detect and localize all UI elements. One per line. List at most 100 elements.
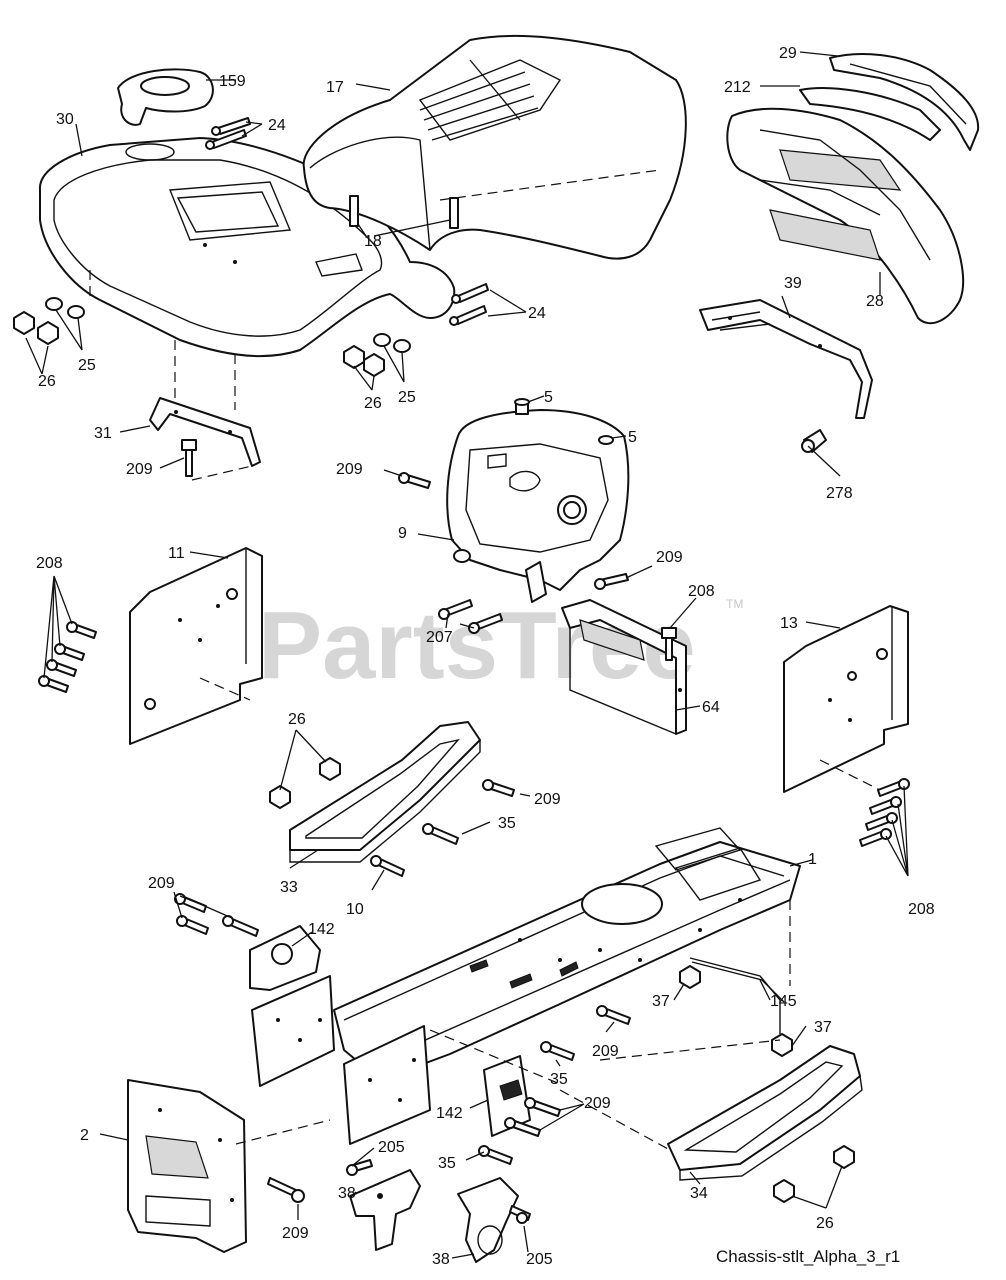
- part-34-footrest-right: [667, 1045, 863, 1181]
- part-38-bracket-right: [457, 1177, 519, 1263]
- callout-25-middle: 25: [398, 389, 416, 406]
- part-26-25-middle: [343, 333, 411, 377]
- callout-37-lower: 37: [814, 1019, 832, 1036]
- part-207-bolts: [438, 599, 503, 634]
- part-26-25-left: [13, 297, 85, 345]
- callout-208-left: 208: [36, 555, 63, 572]
- callout-209-33: 209: [534, 791, 561, 808]
- callout-35-lower: 35: [438, 1155, 456, 1172]
- part-17-hood: [302, 34, 687, 260]
- dash-side-left: [199, 677, 251, 701]
- part-209-bolt-33: [482, 779, 515, 797]
- callout-34: 34: [690, 1185, 708, 1202]
- part-35-bolt-lower: [478, 1145, 513, 1165]
- callout-278: 278: [826, 485, 853, 502]
- part-24-bolts-upper: [205, 117, 251, 150]
- part-209-bolts-dash: [398, 472, 629, 590]
- callout-24-upper: 24: [268, 117, 286, 134]
- callout-142-right: 142: [436, 1105, 463, 1122]
- callout-5-upper: 5: [544, 389, 553, 406]
- callout-31: 31: [94, 425, 112, 442]
- part-208-bolt-64: [661, 627, 677, 661]
- callout-24-right: 24: [528, 305, 546, 322]
- callout-209-dash: 209: [336, 461, 363, 478]
- callout-26-34: 26: [816, 1215, 834, 1232]
- dash-mid-to-142: [429, 1029, 561, 1085]
- part-5-grommets: [514, 398, 614, 445]
- callout-205-left: 205: [378, 1139, 405, 1156]
- part-10-bolt: [370, 855, 405, 877]
- part-26-nuts-33: [269, 757, 341, 809]
- part-159-cup-holder: [117, 68, 214, 126]
- callout-212: 212: [724, 79, 751, 96]
- part-205-screw-right: [509, 1205, 531, 1224]
- callout-35-33: 35: [498, 815, 516, 832]
- callout-208-64: 208: [688, 583, 715, 600]
- callout-142-left: 142: [308, 921, 335, 938]
- part-31-bracket: [149, 397, 261, 467]
- dash-front-plate: [235, 1119, 331, 1145]
- part-64-bracket: [561, 599, 687, 735]
- callout-205-right: 205: [526, 1251, 553, 1268]
- diagram-caption: Chassis-stlt_Alpha_3_r1: [716, 1247, 900, 1266]
- callout-64: 64: [702, 699, 720, 716]
- part-212-trim: [799, 87, 941, 141]
- callout-208-right: 208: [908, 901, 935, 918]
- callout-207: 207: [426, 629, 453, 646]
- callout-35-frame: 35: [550, 1071, 568, 1088]
- callout-9: 9: [398, 525, 407, 542]
- callout-11: 11: [168, 545, 185, 562]
- callout-209-frame: 209: [592, 1043, 619, 1060]
- callout-209-31: 209: [126, 461, 153, 478]
- part-209-bolt-frame: [596, 1005, 631, 1025]
- dash-frame-to-145: [599, 1039, 781, 1061]
- part-33-footrest-left: [289, 721, 481, 863]
- callout-5-lower: 5: [628, 429, 637, 446]
- part-29-trim: [829, 53, 980, 151]
- callout-1: 1: [808, 851, 817, 868]
- callout-10: 10: [346, 901, 364, 918]
- callout-38-right: 38: [432, 1251, 450, 1268]
- part-209-bolt-front: [267, 1177, 305, 1203]
- part-208-bolts-left: [38, 621, 97, 693]
- part-18-pads: [349, 195, 459, 229]
- callout-26-33: 26: [288, 711, 306, 728]
- part-142-bracket-left: [249, 925, 321, 991]
- callout-13: 13: [780, 615, 798, 632]
- callout-18: 18: [364, 233, 382, 250]
- callout-25-left: 25: [78, 357, 96, 374]
- watermark-trademark: TM: [726, 597, 743, 611]
- callout-145: 145: [770, 993, 797, 1010]
- part-208-bolts-right: [859, 778, 910, 847]
- dash-to-footrest: [559, 1089, 671, 1151]
- part-28-grille-nose: [726, 107, 964, 325]
- callout-26-left: 26: [38, 373, 56, 390]
- part-11-side-panel-left: [129, 547, 263, 745]
- part-side-plate-frame: [251, 975, 335, 1087]
- callout-26-middle: 26: [364, 395, 382, 412]
- callout-39: 39: [784, 275, 802, 292]
- part-145-rod: [689, 957, 785, 1034]
- callout-209-left-upper: 209: [148, 875, 175, 892]
- callout-28: 28: [866, 293, 884, 310]
- part-278-screw: [801, 429, 827, 453]
- part-mid-plate: [343, 1025, 431, 1145]
- callout-29: 29: [779, 45, 797, 62]
- part-2-front-plate: [127, 1079, 247, 1253]
- part-205-screw-left: [346, 1159, 373, 1176]
- part-142-bracket-right: [483, 1055, 531, 1137]
- part-35-bolt-frame: [540, 1041, 575, 1061]
- callout-2: 2: [80, 1127, 89, 1144]
- callout-37-upper: 37: [652, 993, 670, 1010]
- part-209-bolts-left-upper: [174, 893, 259, 937]
- part-24-bolts-right: [449, 283, 489, 326]
- part-38-bracket-left: [349, 1169, 421, 1251]
- part-13-side-panel-right: [783, 605, 909, 793]
- part-209-bolt-31: [181, 439, 197, 477]
- dash-209-31: [191, 465, 253, 481]
- callout-33: 33: [280, 879, 298, 896]
- part-9-dash-panel: [446, 409, 630, 603]
- callout-209-right-lower: 209: [584, 1095, 611, 1112]
